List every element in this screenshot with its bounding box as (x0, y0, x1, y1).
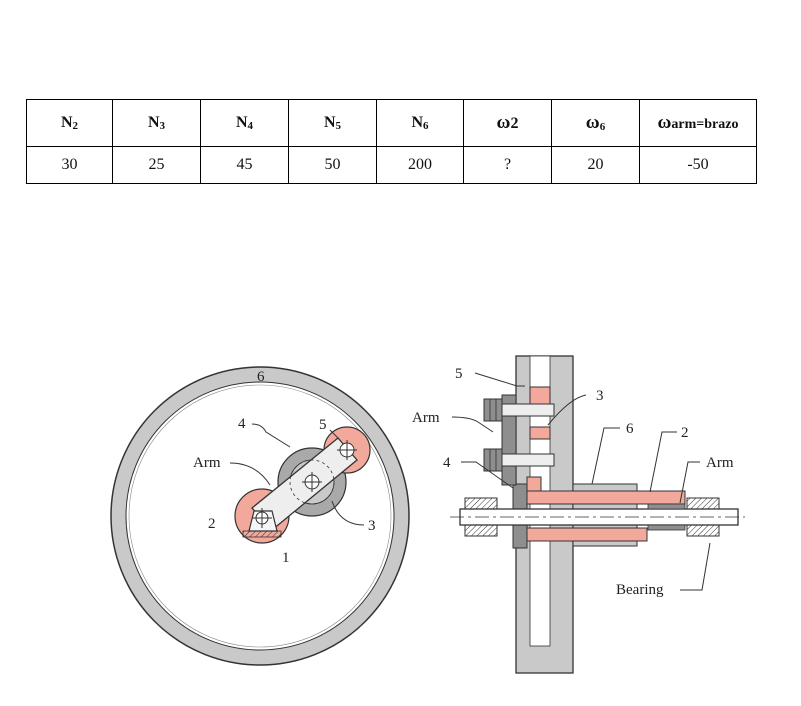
gear-4-section (526, 476, 542, 492)
ring-gear-6-pitch (128, 384, 392, 648)
front-view: 6 4 5 Arm 2 3 1 (110, 366, 410, 666)
label-gear-4: 4 (238, 416, 246, 432)
bearing-right-top (686, 497, 720, 510)
label-r-gear-4: 4 (443, 455, 451, 471)
bearing-left-bottom (464, 524, 498, 537)
leader-r-arm-2 (679, 461, 700, 504)
leader-5 (329, 429, 339, 439)
label-gear-2: 2 (208, 516, 216, 532)
header-n2: N2 (26, 99, 113, 147)
label-r-gear-6: 6 (626, 421, 634, 437)
label-gear-5: 5 (319, 417, 327, 433)
label-gear-3: 3 (368, 518, 376, 534)
header-omega2: ω2 (463, 99, 552, 147)
label-r-arm-right: Arm (706, 455, 734, 471)
header-n6: N6 (376, 99, 464, 147)
cell-omega-arm: -50 (639, 146, 757, 184)
header-n5: N5 (288, 99, 377, 147)
section-view: 5 3 Arm 6 2 4 Arm Bearing (412, 355, 745, 674)
leader-r-arm (451, 416, 494, 433)
bolts (483, 398, 555, 472)
leader-r5 (474, 372, 525, 387)
leader-r3 (547, 394, 587, 426)
table-row: 30 25 45 50 200 ? 20 -50 (26, 146, 757, 184)
label-arm: Arm (193, 455, 221, 471)
bearing-left-top (464, 497, 498, 510)
label-frame-1: 1 (282, 550, 290, 566)
label-r-arm-top: Arm (412, 410, 440, 426)
ground-hatch (242, 530, 282, 538)
gear-2-sleeve-bottom (526, 527, 648, 542)
cell-n5: 50 (288, 146, 377, 184)
leader-4 (251, 423, 291, 448)
cell-n3: 25 (112, 146, 201, 184)
leader-r4 (461, 461, 514, 489)
leader-r2 (649, 431, 677, 493)
arm-right-top (647, 503, 686, 510)
label-gear-6: 6 (257, 369, 265, 385)
cell-omega2: ? (463, 146, 552, 184)
cell-n4: 45 (200, 146, 289, 184)
label-r-gear-3: 3 (596, 388, 604, 404)
arm-right-bottom (647, 524, 686, 531)
bearing-right-bottom (686, 524, 720, 537)
gear-3-section (529, 426, 551, 440)
leader-arm (229, 462, 271, 486)
header-n4: N4 (200, 99, 289, 147)
table-header-row: N2 N3 N4 N5 N6 ω2 ω6 ωarm=brazo (26, 99, 757, 147)
gear-3-hidden (289, 459, 335, 505)
cell-omega6: 20 (551, 146, 640, 184)
label-r-gear-2: 2 (681, 425, 689, 441)
gear-data-table: N2 N3 N4 N5 N6 ω2 ω6 ωarm=brazo 30 25 45… (26, 99, 757, 184)
cell-n6: 200 (376, 146, 464, 184)
label-r-gear-5: 5 (455, 366, 463, 382)
gear-2-sleeve-top (526, 490, 686, 505)
label-r-bearing: Bearing (616, 582, 664, 598)
header-omega-arm: ωarm=brazo (639, 99, 757, 147)
cell-n2: 30 (26, 146, 113, 184)
leader-r6 (591, 427, 620, 485)
leader-bearing (680, 542, 711, 591)
leader-3 (331, 500, 365, 526)
